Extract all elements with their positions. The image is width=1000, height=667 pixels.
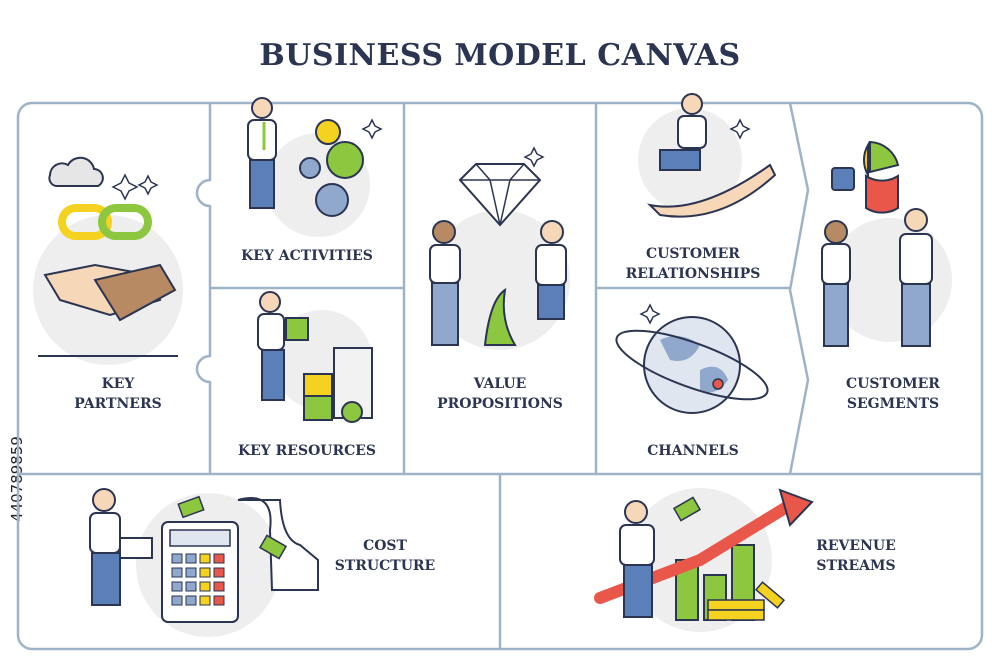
- value-propositions-illustration: [429, 146, 570, 350]
- label-channels: CHANNELS: [647, 443, 739, 459]
- hand-icon: [646, 163, 777, 218]
- label-key-activities: KEY ACTIVITIES: [241, 248, 373, 264]
- sparkle-icon: [639, 303, 661, 325]
- gear-icon: [326, 141, 364, 179]
- key-resources-illustration: [257, 291, 373, 423]
- orbit-icon: [615, 329, 769, 401]
- divider-partners: [195, 103, 212, 474]
- channels-illustration: [615, 303, 769, 414]
- page-title: BUSINESS MODEL CANVAS: [259, 38, 741, 73]
- gear-icon: [315, 119, 341, 145]
- sparkle-icon: [523, 146, 545, 168]
- gear-icon: [299, 157, 321, 179]
- revenue-streams-illustration: [594, 488, 814, 632]
- label-customer-relationships: CUSTOMER RELATIONSHIPS: [625, 246, 761, 282]
- cash-icon: [177, 495, 205, 519]
- label-key-resources: KEY RESOURCES: [237, 443, 377, 459]
- globe-icon: [643, 316, 741, 414]
- sparkle-icon: [361, 118, 383, 140]
- coins-icon: [707, 599, 765, 611]
- cash-icon: [672, 496, 702, 522]
- money-bag-icon: [341, 401, 363, 423]
- label-customer-segments: CUSTOMER SEGMENTS: [846, 376, 940, 412]
- cloud-icon: [48, 156, 104, 187]
- box-icon: [285, 317, 309, 341]
- paper-icon: [119, 537, 153, 559]
- label-key-partners: KEY PARTNERS: [74, 376, 162, 412]
- customer-segments-illustration: [821, 140, 952, 347]
- customer-relationships-illustration: [638, 93, 777, 218]
- key-activities-illustration: [247, 97, 383, 237]
- gear-icon: [315, 183, 349, 217]
- label-cost-structure: COST STRUCTURE: [334, 538, 436, 574]
- sparkle-icon: [111, 173, 139, 201]
- canvas-grid: [16, 101, 984, 651]
- sparkle-icon: [729, 118, 751, 140]
- thumbs-up-icon: [831, 167, 855, 191]
- key-partners-illustration: [33, 156, 183, 365]
- cost-structure-illustration: [89, 488, 319, 637]
- pie-chart-icon: [863, 141, 869, 179]
- chain-link-icon: [58, 204, 112, 240]
- label-value-propositions: VALUE PROPOSITIONS: [437, 376, 563, 412]
- label-revenue-streams: REVENUE STREAMS: [816, 538, 896, 574]
- divider-segments-arrows: [788, 102, 810, 475]
- plant-icon: [483, 287, 517, 346]
